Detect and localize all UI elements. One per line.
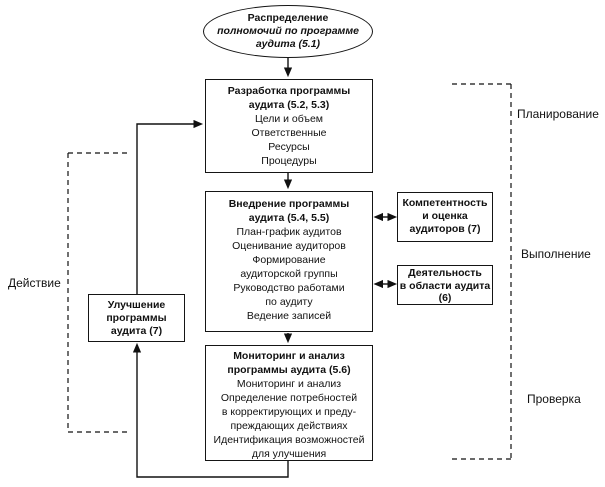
monitoring-item: в корректирующих и преду- (221, 406, 357, 418)
authority-line: Распределение (247, 12, 329, 24)
stage-label-checking: Проверка (527, 392, 581, 406)
development-item: Цели и объем (254, 113, 324, 125)
implementation-item: План-график аудитов (236, 226, 342, 238)
monitoring-item: Определение потребностей (220, 392, 358, 404)
authority-line: полномочий по программе (217, 25, 359, 37)
implementation-title-line: аудита (5.4, 5.5) (248, 212, 330, 224)
stage-label-doing: Выполнение (521, 247, 591, 261)
monitoring-item: преждающих действиях (230, 420, 348, 432)
competence-line: аудиторов (7) (409, 223, 481, 235)
implementation-title-line: Внедрение программы (228, 198, 350, 210)
implementation-item: по аудиту (265, 296, 313, 308)
improvement-line: Улучшение (107, 299, 166, 311)
development-item: Ответственные (251, 127, 327, 139)
competence-box: Компетентность и оценка аудиторов (7) (397, 192, 493, 242)
audit-activity-line: Деятельность (408, 267, 482, 279)
audit-activity-line: в области аудита (399, 279, 491, 292)
implementation-item: аудиторской группы (240, 268, 338, 280)
implementation-item: Руководство работами (233, 282, 345, 294)
implementation-item: Ведение записей (246, 310, 332, 322)
stage-label-acting: Действие (8, 276, 61, 290)
monitoring-title-line: программы аудита (5.6) (227, 364, 351, 376)
monitoring-item: Идентификация возможностей (213, 434, 365, 446)
development-box: Разработка программы аудита (5.2, 5.3) Ц… (205, 79, 373, 173)
improvement-line: аудита (7) (110, 325, 163, 337)
implementation-item: Формирование (252, 254, 326, 266)
audit-activity-box: Деятельность в области аудита (6) (397, 265, 493, 305)
improvement-line: программы (106, 312, 167, 324)
monitoring-title-line: Мониторинг и анализ (233, 350, 345, 362)
development-item: Ресурсы (268, 141, 310, 153)
arrow-improvement-to-development (136, 119, 204, 294)
development-item: Процедуры (261, 155, 317, 167)
monitoring-item: для улучшения (251, 448, 327, 460)
authority-oval: Распределение полномочий по программе ау… (203, 5, 373, 58)
audit-activity-line: (6) (438, 292, 452, 304)
competence-line: Компетентность (402, 197, 488, 209)
implementation-item: Оценивание аудиторов (232, 240, 346, 252)
competence-line: и оценка (422, 210, 468, 222)
monitoring-box: Мониторинг и анализ программы аудита (5.… (205, 345, 373, 461)
development-title-line: Разработка программы (227, 85, 351, 97)
implementation-box: Внедрение программы аудита (5.4, 5.5) Пл… (205, 191, 373, 332)
improvement-box: Улучшение программы аудита (7) (88, 294, 185, 342)
authority-line: аудита (5.1) (255, 38, 321, 50)
monitoring-item: Мониторинг и анализ (236, 378, 342, 390)
development-title-line: аудита (5.2, 5.3) (248, 99, 330, 111)
stage-label-planning: Планирование (517, 107, 599, 121)
